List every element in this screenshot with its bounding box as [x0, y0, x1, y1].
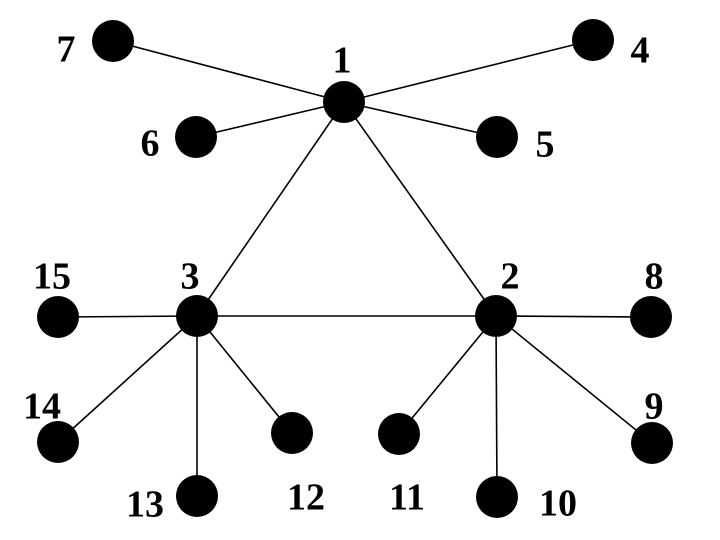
- node-label-4: 4: [631, 30, 650, 72]
- edge-3-15: [57, 315, 198, 318]
- node-13: [176, 475, 218, 517]
- node-9: [631, 422, 673, 464]
- edge-1-2: [343, 101, 497, 317]
- node-label-11: 11: [389, 477, 425, 519]
- node-1: [323, 81, 365, 123]
- node-label-2: 2: [501, 256, 520, 298]
- node-label-12: 12: [287, 477, 325, 519]
- node-label-15: 15: [33, 256, 71, 298]
- node-10: [476, 476, 518, 518]
- node-label-3: 3: [181, 256, 200, 298]
- node-14: [37, 421, 79, 463]
- node-label-13: 13: [126, 484, 164, 526]
- node-2: [475, 295, 517, 337]
- edge-2-11: [398, 315, 497, 435]
- edge-2-8: [495, 315, 652, 318]
- nodes-layer: [37, 19, 673, 518]
- node-12: [271, 412, 313, 454]
- edge-2-10: [495, 315, 498, 498]
- node-3: [176, 295, 218, 337]
- node-4: [572, 19, 614, 61]
- node-label-14: 14: [23, 386, 61, 428]
- edge-1-4: [343, 39, 594, 103]
- node-15: [37, 296, 79, 338]
- node-label-9: 9: [645, 386, 664, 428]
- edge-3-14: [57, 315, 198, 443]
- node-7: [92, 20, 134, 62]
- node-11: [378, 413, 420, 455]
- node-label-6: 6: [141, 123, 160, 165]
- node-5: [476, 116, 518, 158]
- node-label-1: 1: [333, 40, 352, 82]
- node-6: [175, 116, 217, 158]
- node-label-5: 5: [536, 124, 555, 166]
- node-label-10: 10: [539, 483, 577, 525]
- edge-1-7: [112, 40, 345, 103]
- edge-1-3: [196, 101, 345, 317]
- node-label-7: 7: [57, 29, 76, 71]
- edge-1-5: [343, 101, 498, 138]
- edge-2-9: [495, 315, 653, 444]
- edge-1-6: [195, 101, 345, 138]
- edges-layer: [57, 39, 653, 498]
- node-label-8: 8: [645, 256, 664, 298]
- node-8: [630, 296, 672, 338]
- edge-3-12: [196, 315, 293, 434]
